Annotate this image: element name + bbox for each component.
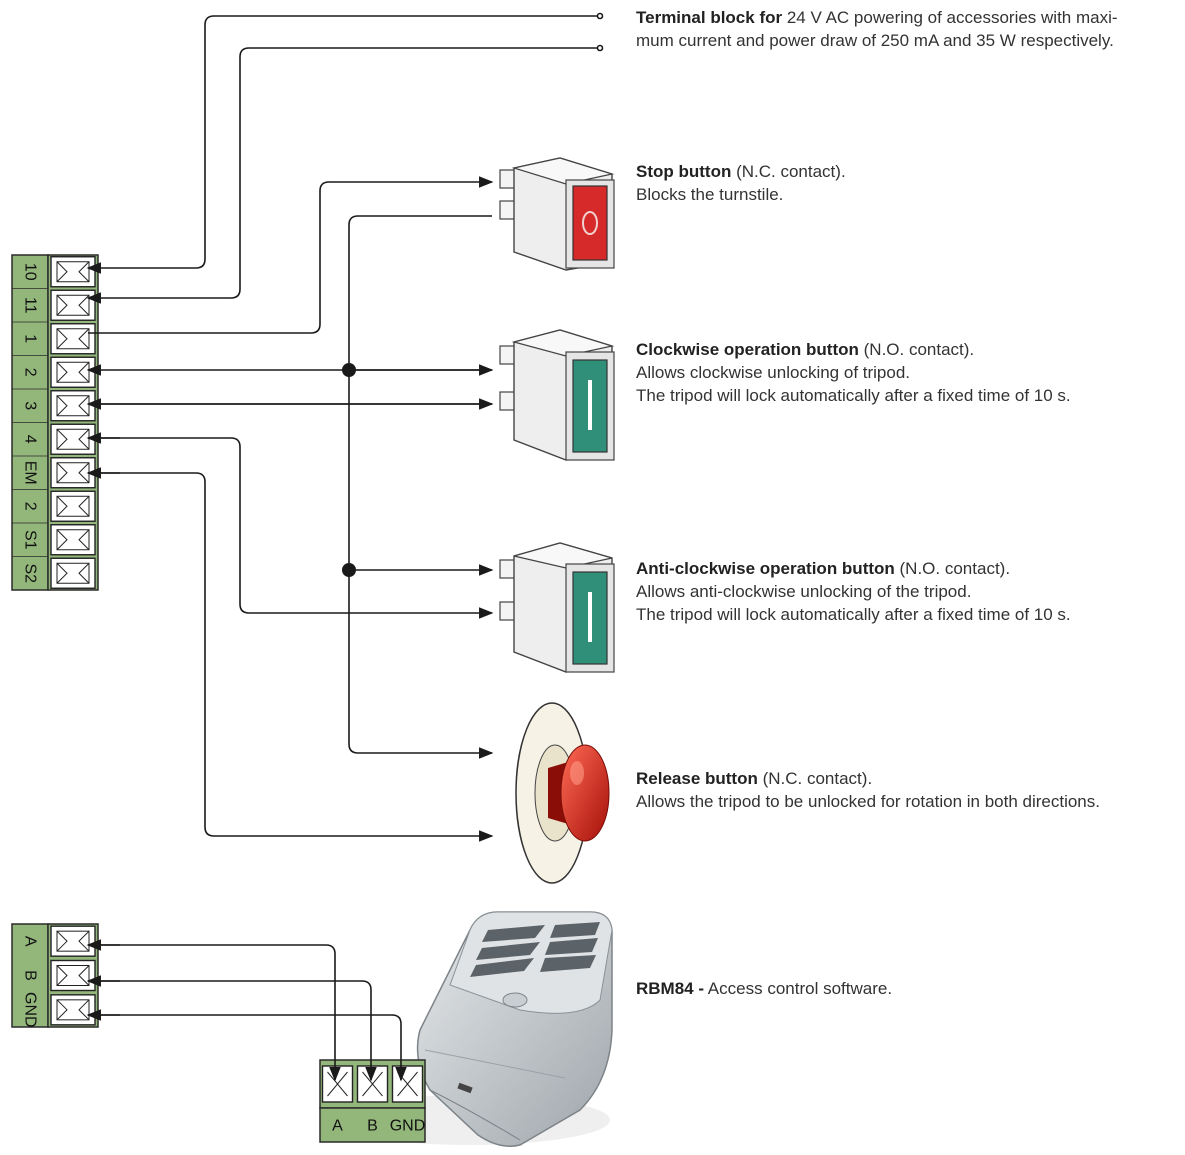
bus-device-label-1: B xyxy=(367,1118,378,1135)
terminal-screw-9 xyxy=(50,557,96,589)
bus-left-label-strip xyxy=(11,923,49,1028)
terminal-label-5: 4 xyxy=(22,435,39,444)
wire-common-bus xyxy=(348,215,494,759)
wire-terminal-10 xyxy=(86,15,598,274)
wire-terminal-4 xyxy=(88,437,494,619)
wire-bus-a xyxy=(88,944,341,1082)
terminal-screw-7 xyxy=(50,490,96,522)
power-line2: mum current and power draw of 250 mA and… xyxy=(636,31,1114,50)
terminal-label-6: EM xyxy=(22,461,39,485)
bus-left-label-0: A xyxy=(22,936,39,947)
clockwise-line3: The tripod will lock automatically after… xyxy=(636,386,1071,405)
anticlockwise-button-icon xyxy=(499,542,615,673)
bus-device-screw-1 xyxy=(356,1065,389,1103)
bus-device-screw-2 xyxy=(391,1065,424,1103)
anticlockwise-title: Anti-clockwise operation button xyxy=(636,559,895,578)
rbm84-description: RBM84 - Access control software. xyxy=(636,977,892,1000)
terminal-label-9: S2 xyxy=(22,563,39,583)
wire-terminal-1 xyxy=(88,176,494,334)
terminal-screw-2 xyxy=(50,323,96,355)
bus-left-screw-2 xyxy=(50,994,96,1026)
bus-wires xyxy=(86,939,407,1082)
wire-terminal-em xyxy=(88,472,494,842)
bus-left-screw-0 xyxy=(50,925,96,957)
stop-title: Stop button xyxy=(636,162,732,181)
bus-device-label-strip xyxy=(319,1107,426,1143)
terminal-label-8: S1 xyxy=(22,530,39,550)
terminal-screw-0 xyxy=(50,256,96,288)
power-title: Terminal block for xyxy=(636,8,783,27)
stop-title-rest: (N.C. contact). xyxy=(731,162,846,181)
rbm84-title: RBM84 - xyxy=(636,979,705,998)
stop-button-icon xyxy=(499,157,615,271)
release-description: Release button (N.C. contact). Allows th… xyxy=(636,767,1100,813)
terminal-screw-3 xyxy=(50,356,96,388)
terminal-label-7: 2 xyxy=(22,502,39,511)
bus-terminal-left: A B GND xyxy=(11,923,99,1028)
wire-bus-b xyxy=(88,980,377,1082)
bus-device-label-0: A xyxy=(332,1118,343,1135)
terminal-label-1: 11 xyxy=(22,297,39,314)
stop-description: Stop button (N.C. contact). Blocks the t… xyxy=(636,160,846,206)
release-title-rest: (N.C. contact). xyxy=(757,769,873,788)
clockwise-title: Clockwise operation button xyxy=(636,340,859,359)
terminal-label-2: 1 xyxy=(22,334,39,343)
wire-bus-gnd xyxy=(88,1014,407,1082)
terminal-screw-5 xyxy=(50,423,96,455)
terminal-screw-4 xyxy=(50,390,96,422)
clockwise-title-rest: (N.O. contact). xyxy=(858,340,975,359)
bus-device-screw-0 xyxy=(321,1065,354,1103)
junction-dot-upper xyxy=(342,363,356,377)
anticlockwise-title-rest: (N.O. contact). xyxy=(894,559,1011,578)
clockwise-description: Clockwise operation button (N.O. contact… xyxy=(636,338,1071,407)
anticlockwise-description: Anti-clockwise operation button (N.O. co… xyxy=(636,557,1071,626)
power-output-10 xyxy=(596,12,604,20)
bus-left-label-1: B xyxy=(22,970,39,981)
terminal-label-4: 3 xyxy=(22,401,39,410)
terminal-label-3: 2 xyxy=(22,368,39,377)
release-title: Release button xyxy=(636,769,758,788)
rbm84-title-rest: Access control software. xyxy=(704,979,893,998)
stop-line2: Blocks the turnstile. xyxy=(636,185,784,204)
terminal-screw-1 xyxy=(50,289,96,321)
clockwise-button-icon xyxy=(499,329,615,461)
terminal-label-0: 10 xyxy=(22,263,39,281)
power-line1: 24 V AC powering of accessories with max… xyxy=(782,8,1118,27)
clockwise-line2: Allows clockwise unlocking of tripod. xyxy=(636,363,911,382)
power-output-11 xyxy=(596,44,604,52)
bus-left-screw-1 xyxy=(50,959,96,992)
terminal-screw-8 xyxy=(50,524,96,556)
release-line2: Allows the tripod to be unlocked for rot… xyxy=(636,792,1100,811)
mushroom-release-button-icon xyxy=(515,702,610,884)
bus-left-label-2: GND xyxy=(22,992,39,1028)
anticlockwise-line3: The tripod will lock automatically after… xyxy=(636,605,1071,624)
bus-device-label-2: GND xyxy=(390,1118,426,1135)
junction-dot-lower xyxy=(342,563,356,577)
power-description: Terminal block for 24 V AC powering of a… xyxy=(636,6,1118,52)
anticlockwise-line2: Allows anti-clockwise unlocking of the t… xyxy=(636,582,972,601)
wire-terminal-11 xyxy=(86,47,598,304)
wires xyxy=(86,12,604,842)
